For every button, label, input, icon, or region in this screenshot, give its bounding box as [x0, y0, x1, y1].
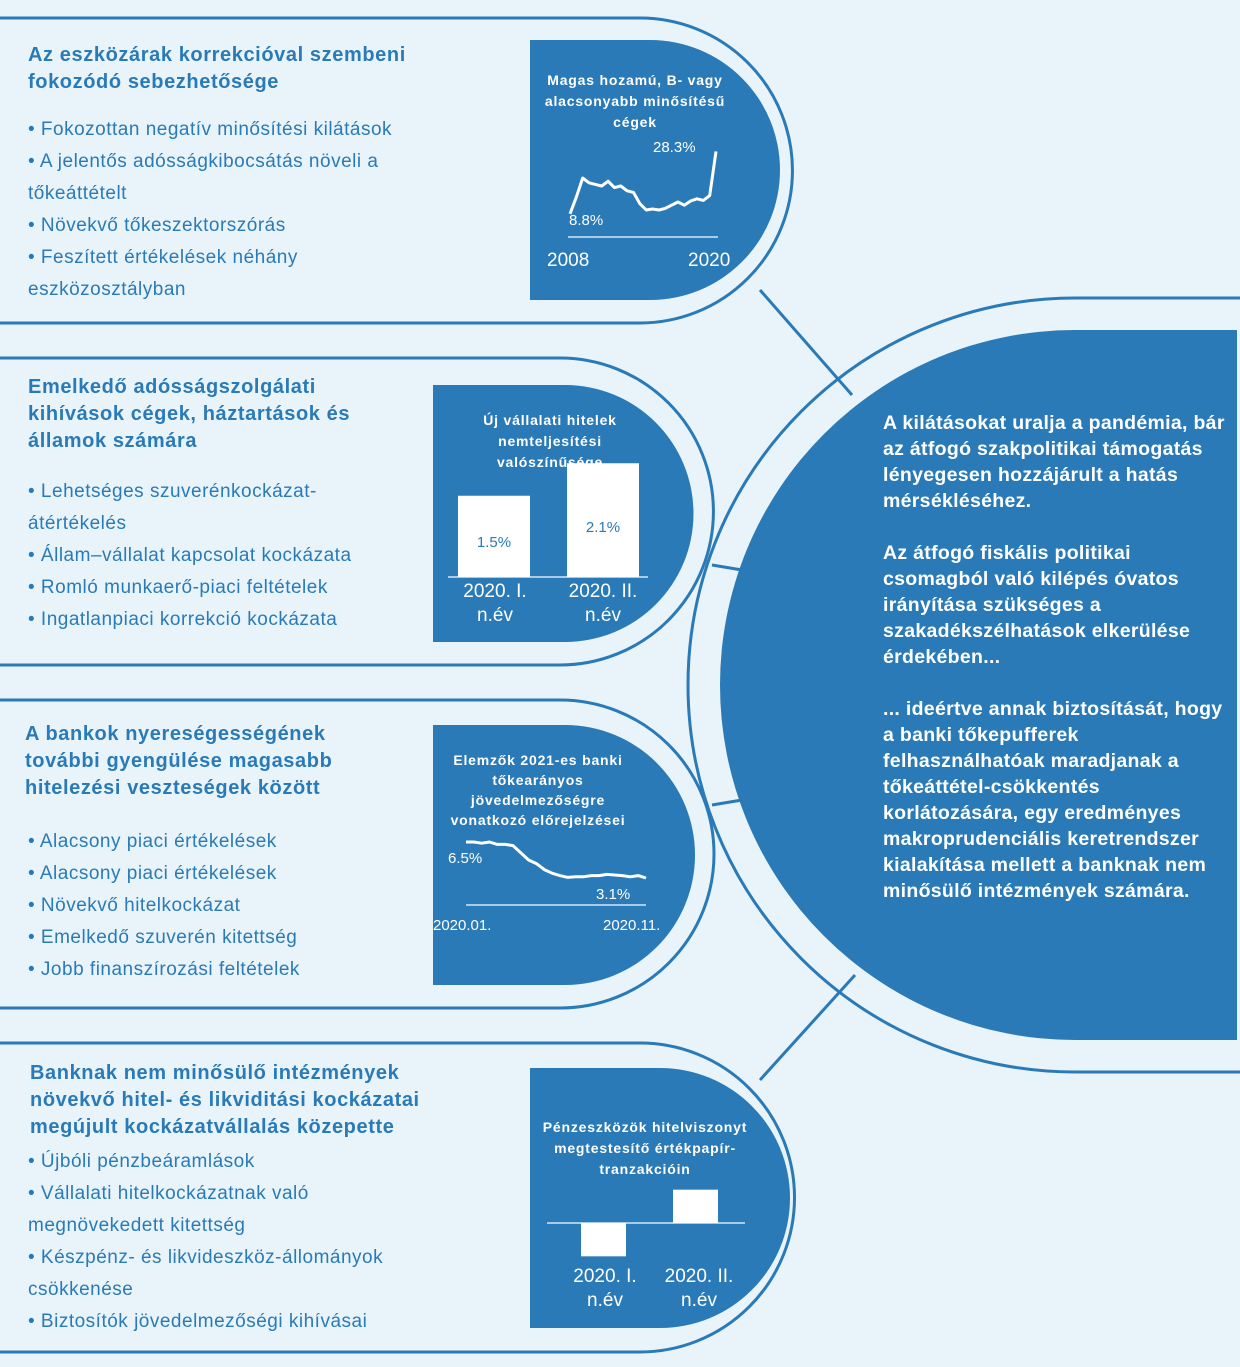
- main-outer-ring: [686, 296, 1240, 1074]
- main-paragraph-2: Az átfogó fiskális politikai csomagból v…: [883, 542, 1191, 668]
- chart-4-bar: [673, 1189, 718, 1223]
- chart-4-category: 2020. I. n.év: [573, 1266, 637, 1311]
- list-item: • Készpénz- és likvideszköz-állományok c…: [28, 1247, 384, 1300]
- list-item: • Állam–vállalat kapcsolat kockázata: [28, 545, 352, 566]
- chart-3-x-start: 2020.01.: [433, 917, 492, 934]
- chart-1-x-start: 2008: [547, 250, 590, 271]
- chart-1-title: Magas hozamú, B- vagy alacsonyabb minősí…: [544, 72, 726, 130]
- list-item: • Alacsony piaci értékelések: [28, 831, 277, 852]
- panel-2-bullets: • Lehetséges szuverénkockázat-átértékelé…: [28, 476, 398, 636]
- list-item: • Újbóli pénzbeáramlások: [28, 1151, 255, 1172]
- chart-2-category: 2020. II. n.év: [568, 581, 638, 626]
- list-item: • Romló munkaerő-piaci feltételek: [28, 577, 328, 598]
- list-item: • Vállalati hitelkockázatnak való megnöv…: [28, 1183, 309, 1236]
- panel-4-heading: Banknak nem minősülő intézmények növekvő…: [30, 1062, 420, 1138]
- connector-3: [711, 798, 743, 807]
- chart-1-end-label: 28.3%: [653, 139, 696, 156]
- list-item: • A jelentős adósságkibocsátás növeli a …: [28, 151, 379, 204]
- list-item: • Alacsony piaci értékelések: [28, 863, 277, 884]
- chart-2-title: Új vállalati hitelek nemteljesítési való…: [483, 412, 617, 470]
- chart-3-start-label: 6.5%: [448, 850, 483, 867]
- chart-3-x-end: 2020.11.: [603, 917, 661, 934]
- connector-4: [758, 973, 857, 1082]
- panel-1-heading: Az eszközárak korrekcióval szembeni foko…: [28, 44, 406, 93]
- chart-1-line: [568, 151, 718, 215]
- chart-card-1: [530, 40, 780, 300]
- chart-3-line: [466, 840, 647, 880]
- chart-4-title: Pénzeszközök hitelviszonyt megtestesítő …: [542, 1119, 748, 1177]
- list-item: • Növekvő tőkeszektorszórás: [28, 215, 286, 236]
- connector-2: [711, 563, 743, 572]
- list-item: • Fokozottan negatív minősítési kilátáso…: [28, 119, 393, 140]
- list-item: • Emelkedő szuverén kitettség: [28, 927, 298, 948]
- panel-outline-2: [0, 356, 715, 667]
- panel-1-bullets: • Fokozottan negatív minősítési kilátáso…: [28, 114, 448, 306]
- list-item: • Feszített értékelések néhány eszközosz…: [28, 247, 298, 300]
- list-item: • Ingatlanpiaci korrekció kockázata: [28, 609, 338, 630]
- chart-2-bar: [458, 495, 530, 577]
- panel-2-heading: Emelkedő adósságszolgálati kihívások cég…: [28, 376, 351, 452]
- panel-outline-4: [0, 1041, 796, 1354]
- chart-3-end-label: 3.1%: [596, 886, 631, 903]
- panel-4-bullets: • Újbóli pénzbeáramlások • Vállalati hit…: [28, 1146, 448, 1338]
- panel-outline-3: [0, 698, 716, 1010]
- main-paragraph-1: A kilátásokat uralja a pandémia, bár az …: [883, 412, 1225, 512]
- main-paragraph-3: ... ideértve annak biztosítását, hogy a …: [883, 698, 1223, 902]
- panel-3-bullets: • Alacsony piaci értékelések • Alacsony …: [28, 826, 408, 986]
- list-item: • Biztosítók jövedelmezőségi kihívásai: [28, 1311, 368, 1332]
- chart-4-bar: [581, 1223, 626, 1257]
- list-item: • Növekvő hitelkockázat: [28, 895, 241, 916]
- chart-2-category: 2020. I. n.év: [463, 581, 527, 626]
- main-circle: [720, 330, 1237, 1040]
- chart-card-4: [530, 1068, 790, 1328]
- connector-1: [758, 289, 854, 396]
- chart-4-category: 2020. II. n.év: [664, 1266, 734, 1311]
- list-item: • Lehetséges szuverénkockázat-átértékelé…: [28, 481, 317, 534]
- main-message: A kilátásokat uralja a pandémia, bár az …: [883, 410, 1228, 930]
- list-item: • Jobb finanszírozási feltételek: [28, 959, 300, 980]
- chart-2-value-label: 2.1%: [585, 519, 621, 536]
- chart-card-3: [433, 725, 695, 985]
- chart-2-bar: [567, 463, 639, 577]
- chart-1-start-label: 8.8%: [569, 212, 604, 229]
- chart-2-value-label: 1.5%: [476, 534, 512, 551]
- panel-3-heading: A bankok nyereségességének további gyeng…: [25, 723, 333, 799]
- panel-outline-1: [0, 16, 794, 325]
- chart-3-title: Elemzők 2021-es banki tőkearányos jövede…: [450, 752, 626, 828]
- chart-1-x-end: 2020: [688, 250, 731, 271]
